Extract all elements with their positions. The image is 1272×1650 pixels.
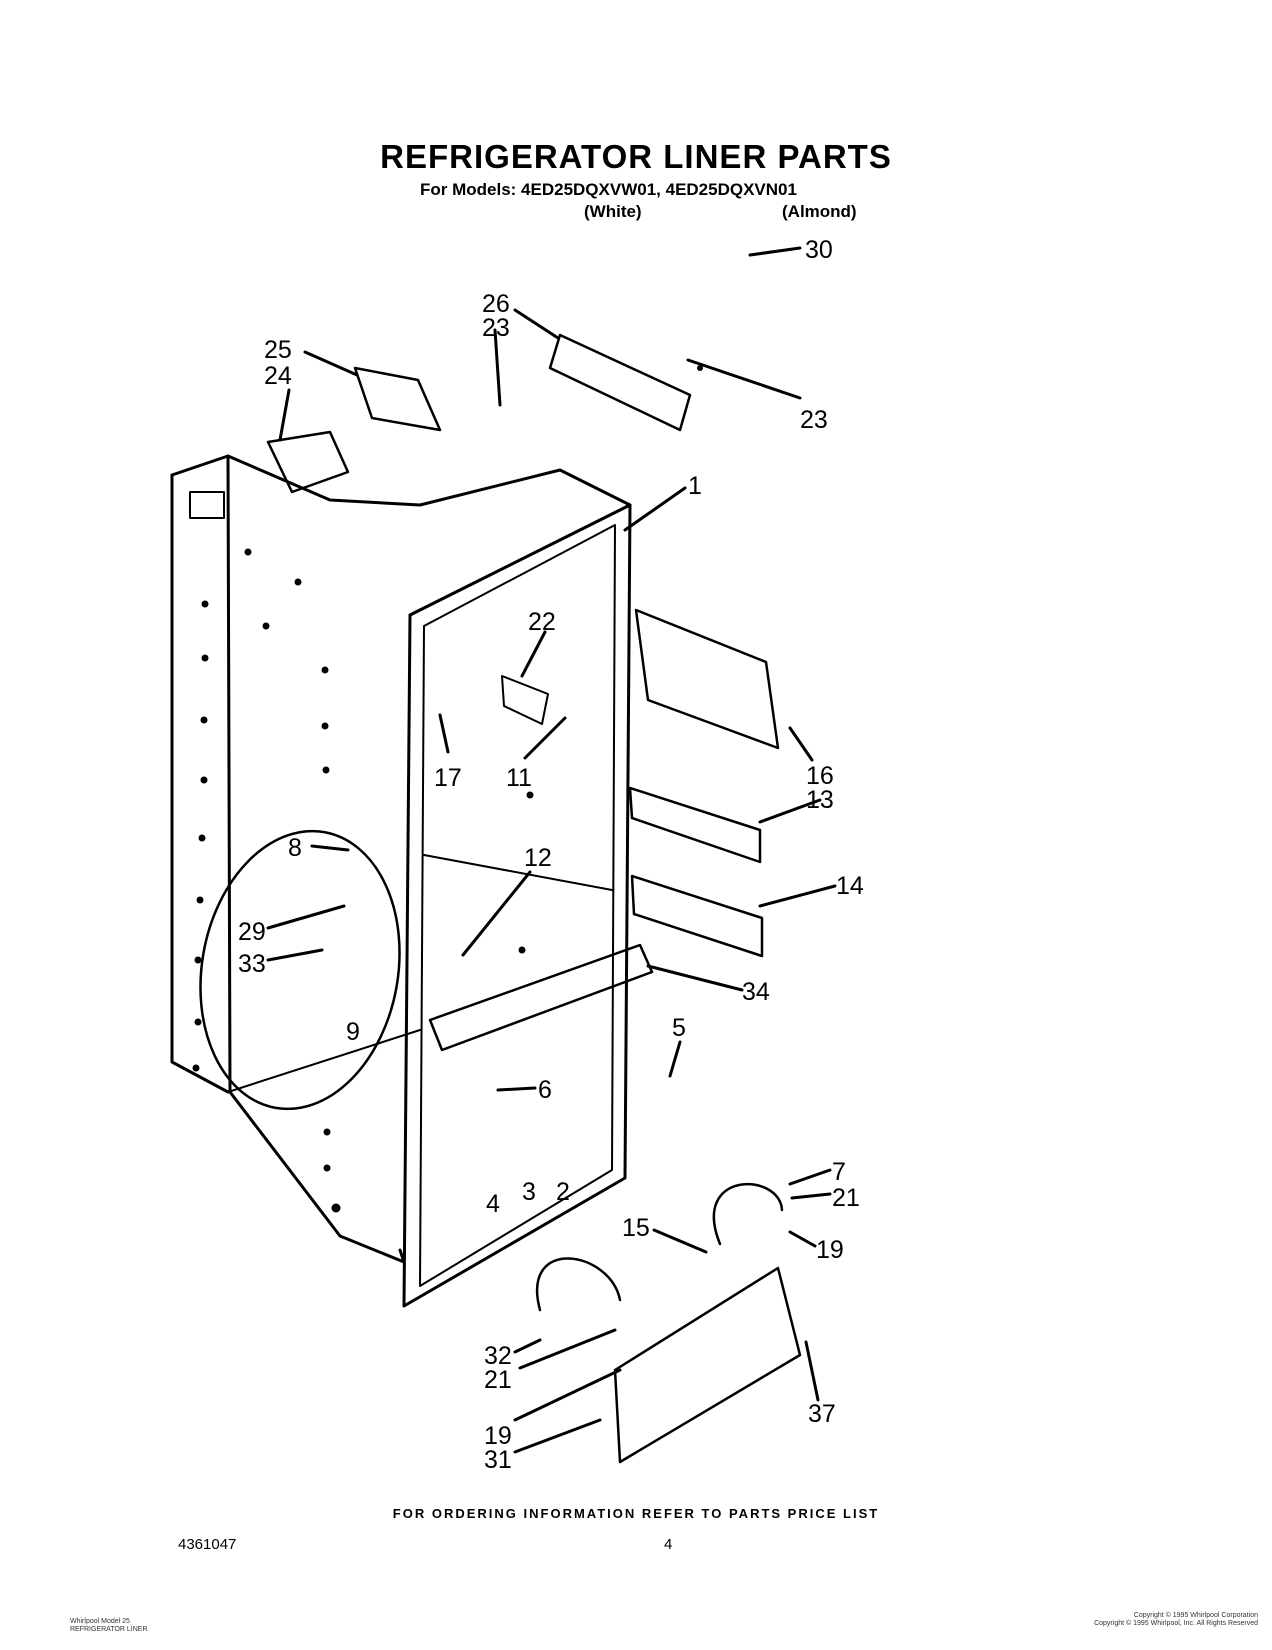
leader-29	[266, 904, 346, 930]
leader-25	[303, 350, 359, 377]
part-32-tube	[536, 1257, 622, 1312]
callout-23-top: 23	[482, 314, 510, 342]
interior-shelf-line	[423, 854, 613, 891]
leader-13	[758, 798, 822, 824]
callout-15: 15	[622, 1214, 650, 1242]
callout-22: 22	[528, 608, 556, 636]
liner-front-frame-outer	[402, 503, 632, 1308]
ordering-note: FOR ORDERING INFORMATION REFER TO PARTS …	[392, 1506, 880, 1521]
leader-32	[513, 1338, 542, 1354]
leader-22	[520, 630, 547, 678]
leader-33	[266, 948, 324, 962]
part-22-bracket	[501, 675, 549, 725]
callout-30: 30	[805, 236, 833, 264]
leader-5	[668, 1040, 682, 1078]
callout-19-right: 19	[816, 1236, 844, 1264]
copyright-notice: Copyright © 1995 Whirlpool Corporation C…	[1094, 1612, 1258, 1627]
side-cutout	[189, 491, 225, 519]
leader-12	[461, 870, 532, 957]
part-34-cover	[428, 943, 654, 1052]
callout-1: 1	[688, 472, 702, 500]
callout-19-left: 19	[484, 1422, 512, 1450]
leader-21b	[518, 1328, 617, 1370]
leader-23b	[686, 358, 802, 400]
callout-14: 14	[836, 872, 864, 900]
callout-23-right: 23	[800, 406, 828, 434]
callout-13: 13	[806, 786, 834, 814]
callout-31: 31	[484, 1446, 512, 1474]
callout-29: 29	[238, 918, 266, 946]
leader-1	[623, 486, 687, 532]
leader-19b	[513, 1368, 622, 1422]
callout-2: 2	[556, 1178, 570, 1206]
part-25-bracket	[353, 366, 442, 432]
callout-3: 3	[522, 1178, 536, 1206]
leader-24	[278, 388, 291, 442]
callout-12: 12	[524, 844, 552, 872]
leader-21a	[790, 1192, 832, 1200]
leader-14	[758, 884, 837, 908]
leader-26	[513, 308, 560, 340]
leader-16	[788, 726, 814, 762]
callout-26: 26	[482, 290, 510, 318]
leader-8	[310, 844, 350, 852]
leader-19a	[788, 1230, 817, 1248]
leader-17	[438, 713, 450, 754]
callout-21-left: 21	[484, 1366, 512, 1394]
part-26-rail	[548, 333, 692, 432]
color-almond-label: (Almond)	[782, 202, 857, 221]
color-white-label: (White)	[584, 202, 642, 221]
page-title: REFRIGERATOR LINER PARTS	[380, 138, 892, 175]
leader-15	[652, 1228, 708, 1254]
callout-34: 34	[742, 978, 770, 1006]
leader-31	[513, 1418, 602, 1454]
callout-17: 17	[434, 764, 462, 792]
callout-32: 32	[484, 1342, 512, 1370]
part-14-bracket	[630, 874, 764, 958]
callout-5: 5	[672, 1014, 686, 1042]
model-numbers: For Models: 4ED25DQXVW01, 4ED25DQXVN01	[420, 180, 797, 199]
part-7-tube	[712, 1182, 784, 1246]
callout-11: 11	[506, 764, 532, 792]
leader-34	[646, 964, 744, 992]
page-number: 4	[664, 1536, 673, 1553]
leader-23a	[493, 328, 502, 407]
leader-30	[748, 246, 802, 257]
callout-4: 4	[486, 1190, 500, 1218]
leader-7	[788, 1168, 832, 1186]
callout-8: 8	[288, 834, 302, 862]
liner-back-edge	[170, 473, 230, 1094]
part-13-bracket	[628, 786, 762, 864]
callout-16: 16	[806, 762, 834, 790]
callout-21-right: 21	[832, 1184, 860, 1212]
leader-11	[523, 716, 567, 760]
callout-25: 25	[264, 336, 292, 364]
leader-6	[496, 1086, 537, 1092]
interior-floor-line	[227, 1029, 421, 1093]
callout-9: 9	[346, 1018, 360, 1046]
callout-24: 24	[264, 362, 292, 390]
part-16-trim	[634, 608, 780, 750]
part-31-reservoir	[613, 1266, 802, 1464]
callout-6: 6	[538, 1076, 552, 1104]
small-print-left: Whirlpool Model 25 REFRIGERATOR LINER	[70, 1618, 148, 1633]
leader-37	[804, 1340, 820, 1402]
part-24-housing	[266, 430, 350, 494]
callout-7: 7	[832, 1158, 846, 1186]
callout-37: 37	[808, 1400, 836, 1428]
detail-circle	[199, 829, 401, 1111]
document-number: 4361047	[178, 1536, 237, 1553]
callout-33: 33	[238, 950, 266, 978]
liner-front-frame-inner	[419, 524, 616, 1287]
